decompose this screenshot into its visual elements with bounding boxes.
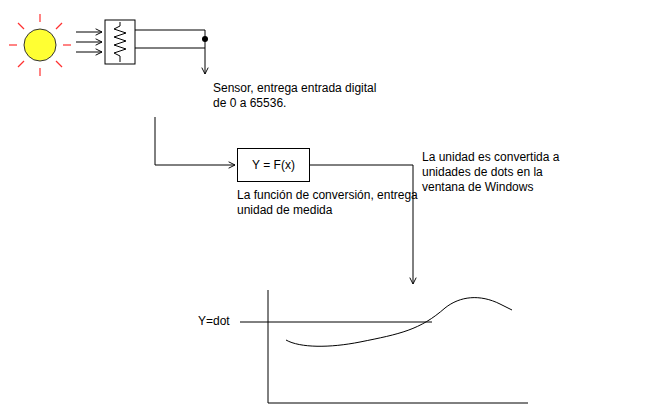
sensor-note: Sensor, entrega entrada digital de 0 a 6…	[213, 81, 393, 111]
junction-dot	[202, 36, 208, 42]
flow-line	[155, 117, 235, 165]
sensor-resistor	[105, 20, 205, 74]
light-arrows	[76, 32, 102, 52]
box-text: Y = F(x)	[252, 158, 295, 172]
output-note: La unidad es convertida a unidades de do…	[422, 150, 582, 195]
sun-icon	[9, 14, 71, 76]
process-box: Y = F(x)	[237, 148, 310, 182]
conversion-note: La función de conversión, entrega unidad…	[237, 188, 437, 218]
chart	[240, 290, 528, 403]
axis-label: Y=dot	[198, 314, 238, 329]
flow-line	[310, 165, 413, 284]
